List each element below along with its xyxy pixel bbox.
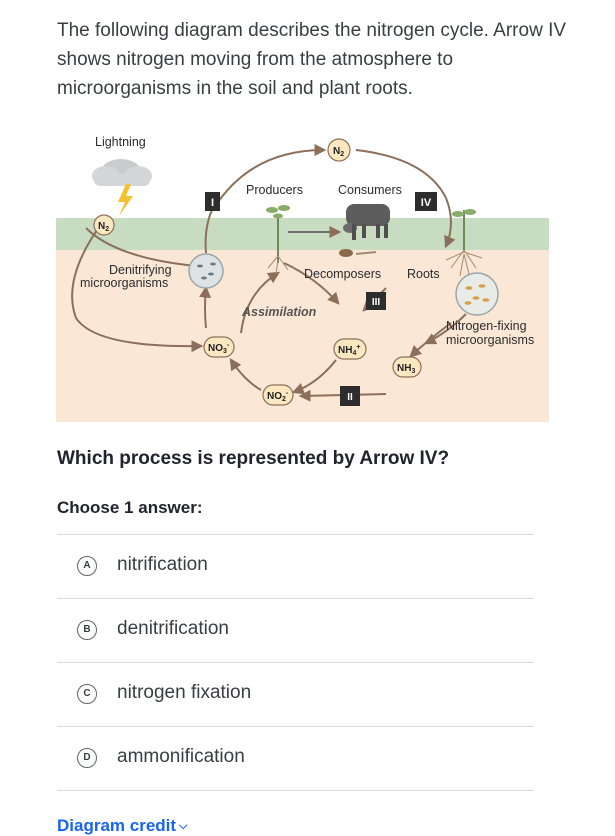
svg-text:II: II [347,392,353,403]
badge-iii: III [366,292,386,310]
answer-choices: A nitrification B denitrification C nitr… [57,534,533,791]
producer-plant-icon [266,205,290,275]
label-producers: Producers [246,183,303,197]
molecule-nh4: NH4+ [333,338,367,360]
lightning-bolt-icon [118,184,133,216]
svg-text:III: III [372,297,381,308]
choice-letter-a: A [77,556,97,576]
decomposer-icon [339,249,377,257]
arrow-denitrify-loop [85,227,197,267]
label-roots: Roots [407,267,440,281]
svg-text:N2: N2 [333,146,344,158]
nitrogen-cycle-diagram: Lightning [56,135,549,422]
molecule-nh3: NH3 [392,356,422,378]
badge-ii: II [340,386,360,406]
question-intro: The following diagram describes the nitr… [57,20,567,99]
arrow-n2-to-roots [355,149,447,199]
label-consumers: Consumers [338,183,402,197]
arrow-nh4-to-no2 [291,359,337,395]
label-decomposers: Decomposers [304,267,381,281]
choice-d[interactable]: D ammonification [57,726,533,791]
choice-letter-d: D [77,748,97,768]
arrow-n2-to-no3 [71,219,204,353]
cow-icon [343,204,390,240]
grass-band [56,218,549,250]
choice-c[interactable]: C nitrogen fixation [57,662,533,726]
choice-text-b: denitrification [117,618,229,639]
diagram-credit-label: Diagram credit [57,816,177,835]
root-plant-icon [445,209,483,279]
svg-text:N2: N2 [98,221,109,233]
choice-letter-b: B [77,620,97,640]
chevron-down-icon: ⌵ [179,820,188,833]
question-text: Which process is represented by Arrow IV… [57,448,450,469]
molecule-n2-top: N2 [327,138,351,162]
arrow-denitrify-up [204,209,213,254]
label-nitrogen-fixing: Nitrogen-fixing [446,319,527,333]
svg-text:I: I [211,197,214,209]
choice-text-c: nitrogen fixation [117,682,252,703]
choice-b[interactable]: B denitrification [57,598,533,662]
svg-text:NH3: NH3 [397,363,415,375]
label-denitrifying: Denitrifying [109,263,172,277]
label-nitrogen-fixing-microorganisms: microorganisms [446,333,534,347]
label-lightning: Lightning [95,135,146,149]
label-denitrifying-microorganisms: microorganisms [80,276,168,290]
choice-letter-c: C [77,684,97,704]
label-assimilation: Assimilation [241,305,317,319]
badge-iv: IV [415,192,437,211]
svg-text:IV: IV [421,197,432,209]
arrow-iv [444,197,456,249]
diagram-credit-link[interactable]: Diagram credit⌵ [57,816,187,836]
svg-text:NO2-: NO2- [267,390,289,403]
molecule-no3: NO3- [203,336,235,358]
arrow-assimilation [240,271,281,334]
cloud-icon [92,159,152,186]
molecule-n2-left: N2 [93,214,115,236]
arrow-no2-to-no3 [229,357,262,391]
choice-a[interactable]: A nitrification [57,534,533,598]
arrow-nitrogen-fixing [423,313,467,345]
arrow-producers-decomposers [283,262,340,305]
denitrifying-microbes-icon [188,253,224,289]
choice-text-a: nitrification [117,554,208,575]
badge-i: I [205,192,220,211]
arrow-no3-to-denitrify [199,285,212,329]
nitrogen-fixing-microbes-icon [455,272,499,316]
svg-text:NO3-: NO3- [208,342,230,355]
choice-text-d: ammonification [117,746,245,767]
molecule-no2: NO2- [262,384,294,406]
svg-text:NH4+: NH4+ [338,344,360,357]
choose-label: Choose 1 answer: [57,498,203,517]
arrow-lightning-to-n2 [213,144,327,209]
